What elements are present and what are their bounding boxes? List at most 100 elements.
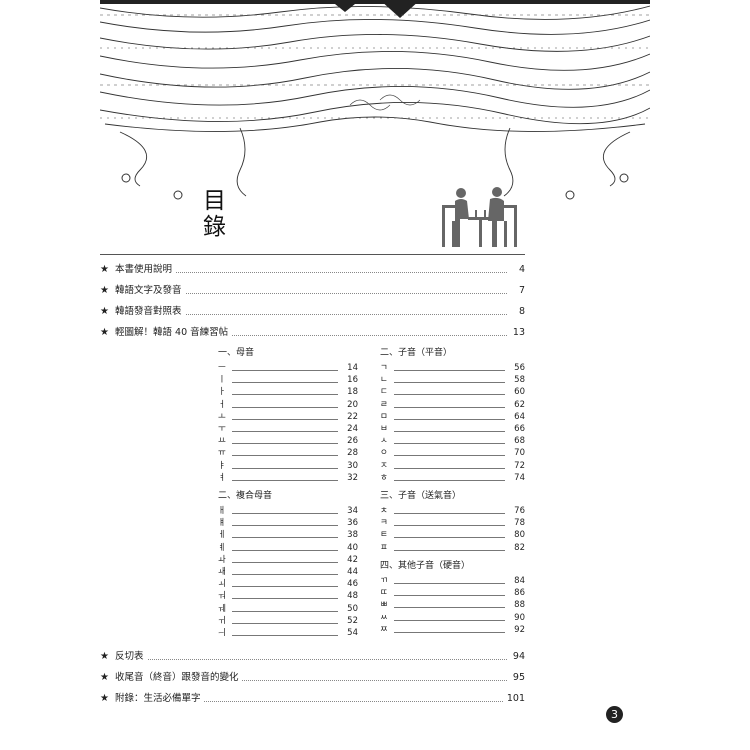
jamo-char: ㅔ bbox=[218, 529, 229, 542]
leader-line bbox=[232, 431, 338, 432]
jamo-char: ㄸ bbox=[380, 587, 391, 600]
leader-line bbox=[394, 443, 505, 445]
jamo-char: ㅣ bbox=[218, 374, 229, 387]
sub-entry[interactable]: ㅣ 16 bbox=[218, 374, 358, 387]
jamo-char: ㅢ bbox=[218, 627, 229, 639]
sub-entry-page: 28 bbox=[345, 447, 358, 460]
sub-entry[interactable]: ㅕ 32 bbox=[218, 471, 358, 484]
sub-entry[interactable]: ㄸ 86 bbox=[380, 587, 525, 600]
jamo-char: ㅊ bbox=[380, 505, 391, 517]
title-char-1: 目 bbox=[203, 188, 226, 214]
sub-entry-page: 36 bbox=[345, 517, 358, 530]
jamo-char: ㄹ bbox=[380, 398, 391, 411]
sub-entry-page: 16 bbox=[345, 374, 358, 387]
sub-entry-page: 56 bbox=[512, 362, 525, 374]
sub-entry-page: 88 bbox=[512, 599, 525, 612]
jamo-char: ㄲ bbox=[380, 575, 391, 587]
jamo-char: ㅈ bbox=[380, 459, 391, 472]
leader-line bbox=[394, 631, 505, 633]
jamo-char: ㅕ bbox=[218, 471, 229, 484]
leader-line bbox=[232, 610, 338, 612]
jamo-char: ㅚ bbox=[218, 578, 229, 591]
sub-entry-page: 14 bbox=[345, 362, 358, 374]
sub-entry[interactable]: ㅃ 88 bbox=[380, 599, 525, 612]
star-icon: ★ bbox=[100, 306, 109, 317]
sub-entry-page: 86 bbox=[512, 587, 525, 600]
title-char-2: 錄 bbox=[203, 214, 226, 240]
section-heading: 三、子音（送氣音） bbox=[380, 491, 462, 501]
jamo-char: ㄷ bbox=[380, 386, 391, 399]
sub-entry-page: 32 bbox=[345, 471, 358, 484]
jamo-char: ㅆ bbox=[380, 611, 391, 624]
toc-entry-page: 8 bbox=[515, 305, 525, 319]
sub-entry-page: 48 bbox=[345, 590, 358, 603]
leader-line bbox=[394, 455, 505, 457]
leader-line bbox=[232, 467, 338, 469]
jamo-char: ㅖ bbox=[218, 541, 229, 554]
jamo-char: ㅒ bbox=[218, 517, 229, 530]
leader-line bbox=[232, 525, 338, 527]
sub-entry[interactable]: ㅡ 14 bbox=[218, 362, 358, 374]
sub-entry[interactable]: ㅒ 36 bbox=[218, 517, 358, 530]
sub-entry-page: 64 bbox=[512, 410, 525, 423]
leader-dots bbox=[118, 659, 507, 660]
leader-line bbox=[232, 635, 338, 636]
star-icon: ★ bbox=[100, 672, 109, 683]
sub-entry-page: 52 bbox=[345, 614, 358, 627]
jamo-char: ㅡ bbox=[218, 362, 229, 374]
leader-dots bbox=[118, 293, 507, 294]
sub-entry-page: 20 bbox=[345, 398, 358, 411]
leader-dots bbox=[118, 335, 507, 336]
leader-line bbox=[394, 549, 505, 551]
section-heading: 四、其他子音（硬音） bbox=[380, 561, 471, 571]
jamo-char: ㅃ bbox=[380, 599, 391, 612]
jamo-char: ㅘ bbox=[218, 553, 229, 566]
leader-dots bbox=[118, 701, 507, 702]
leader-line bbox=[232, 549, 338, 551]
leader-line bbox=[394, 418, 505, 420]
leader-line bbox=[394, 431, 505, 432]
jamo-char: ㅞ bbox=[218, 602, 229, 615]
